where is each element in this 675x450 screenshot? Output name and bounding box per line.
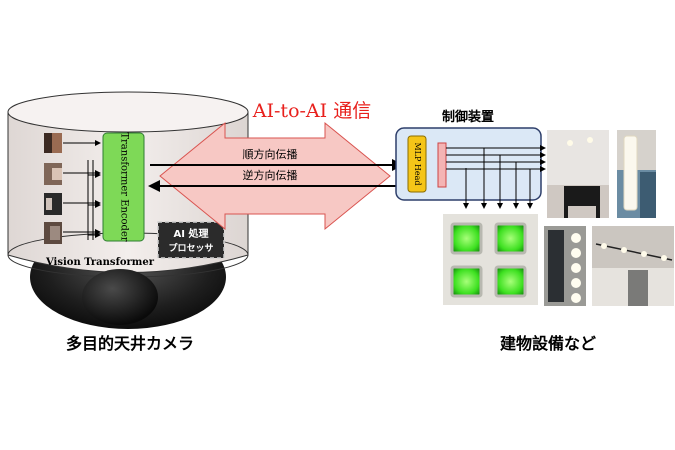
led-panel-icon	[443, 214, 538, 305]
track-lights-photo-icon	[592, 226, 674, 306]
ai-processor-label-2: プロセッサ	[168, 242, 213, 254]
output-lines	[446, 145, 546, 209]
camera-lens-icon	[82, 269, 158, 325]
output-bar	[437, 142, 447, 188]
equipment-caption: 建物設備など	[500, 334, 596, 353]
vanity-lights-photo-icon	[544, 226, 586, 306]
piano-room-photo-icon	[547, 130, 609, 218]
patch-embedding-lines	[63, 140, 101, 240]
lamp-photo-icon	[617, 130, 656, 218]
controller-title: 制御装置	[442, 109, 494, 125]
bidirectional-comm-arrow	[159, 121, 391, 231]
transformer-encoder-label: Transformer Encoder	[119, 132, 130, 242]
mlp-head-block	[407, 135, 427, 193]
forward-propagation-label: 順方向伝播	[243, 147, 298, 161]
ai-processor-label-1: AI 処理	[174, 227, 209, 240]
vision-transformer-label: Vision Transformer	[45, 257, 155, 268]
mlp-head-label: MLP Head	[413, 142, 422, 185]
ai-processor-block	[157, 221, 225, 259]
backward-propagation-label: 逆方向伝播	[243, 168, 298, 182]
camera-caption: 多目的天井カメラ	[66, 334, 194, 353]
transformer-encoder-block	[102, 132, 145, 242]
ai-to-ai-title: AI-to-AI 通信	[252, 100, 371, 122]
image-patches	[44, 133, 62, 244]
camera: Transformer Encoder AI 処理 プロセッサ Vision T…	[7, 91, 249, 329]
